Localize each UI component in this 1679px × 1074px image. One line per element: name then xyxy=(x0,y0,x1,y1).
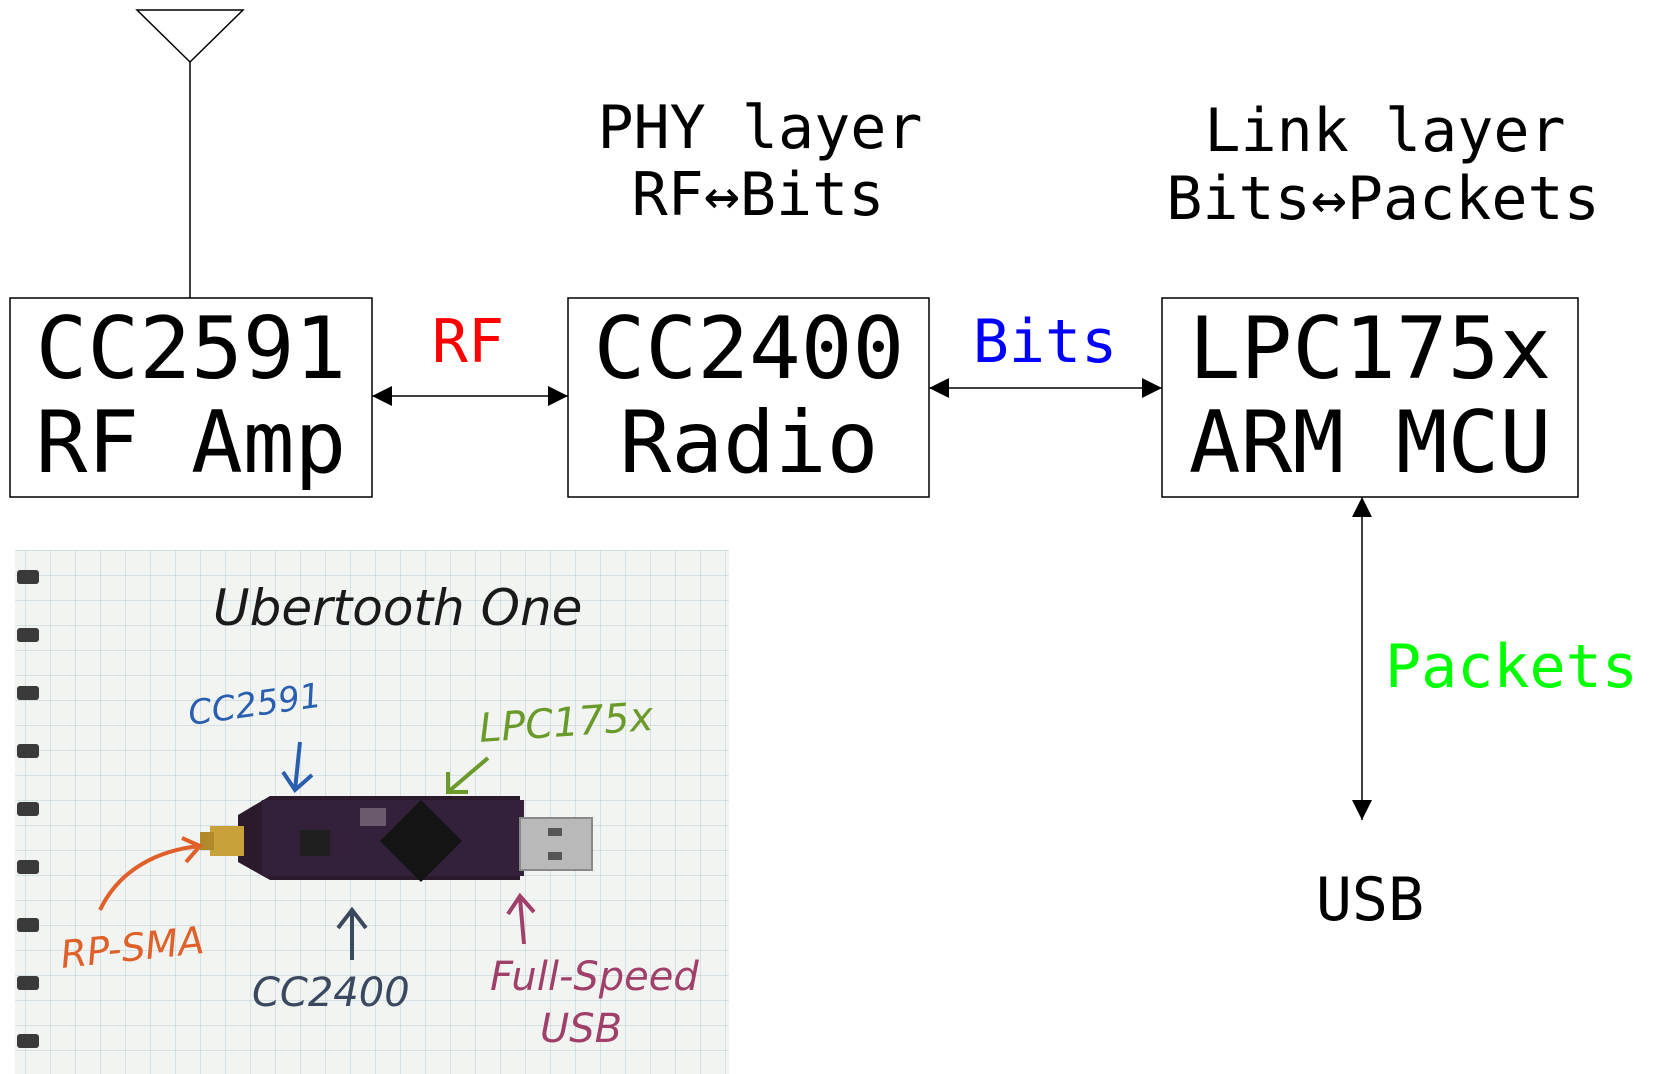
lpc175x-block: LPC175x ARM MCU xyxy=(1161,297,1579,498)
notebook-spiral xyxy=(17,570,39,1048)
bits-connector: Bits xyxy=(929,307,1162,398)
photo-callout-cc2400: CC2400 xyxy=(252,970,410,1016)
lpc175x-block-subtitle: ARM MCU xyxy=(1189,393,1551,493)
cc2591-block-subtitle: RF Amp xyxy=(36,393,347,493)
rf-connector: RF xyxy=(372,307,568,406)
phy-layer-label: PHY layer RF↔Bits xyxy=(597,93,922,230)
link-layer-label: Link layer Bits↔Packets xyxy=(1166,96,1599,234)
ubertooth-photo: Ubertooth One CC2591 LPC175x RP-SMA CC24… xyxy=(15,550,729,1074)
photo-callout-fullspeed-usb: USB xyxy=(540,1006,622,1052)
usb-label: USB xyxy=(1316,865,1424,935)
svg-text:RF↔Bits: RF↔Bits xyxy=(632,160,885,230)
cc2400-block: CC2400 Radio xyxy=(567,297,930,498)
cc2400-block-title: CC2400 xyxy=(594,299,905,399)
photo-callout-fullspeed: Full-Speed xyxy=(490,954,699,1000)
packets-label: Packets xyxy=(1385,632,1638,702)
bits-label: Bits xyxy=(973,307,1118,377)
cc2591-block-title: CC2591 xyxy=(36,299,347,399)
cc2400-block-subtitle: Radio xyxy=(620,393,879,493)
svg-text:Bits↔Packets: Bits↔Packets xyxy=(1166,164,1599,234)
rf-label: RF xyxy=(432,307,504,377)
lpc175x-block-title: LPC175x xyxy=(1189,299,1551,399)
cc2591-block: CC2591 RF Amp xyxy=(9,297,373,498)
antenna-icon xyxy=(135,9,245,298)
svg-text:PHY layer: PHY layer xyxy=(597,93,922,163)
svg-text:Link layer: Link layer xyxy=(1204,96,1565,166)
ubertooth-board xyxy=(200,796,593,883)
photo-title: Ubertooth One xyxy=(213,579,582,637)
usb-connector: Packets USB xyxy=(1316,497,1638,935)
